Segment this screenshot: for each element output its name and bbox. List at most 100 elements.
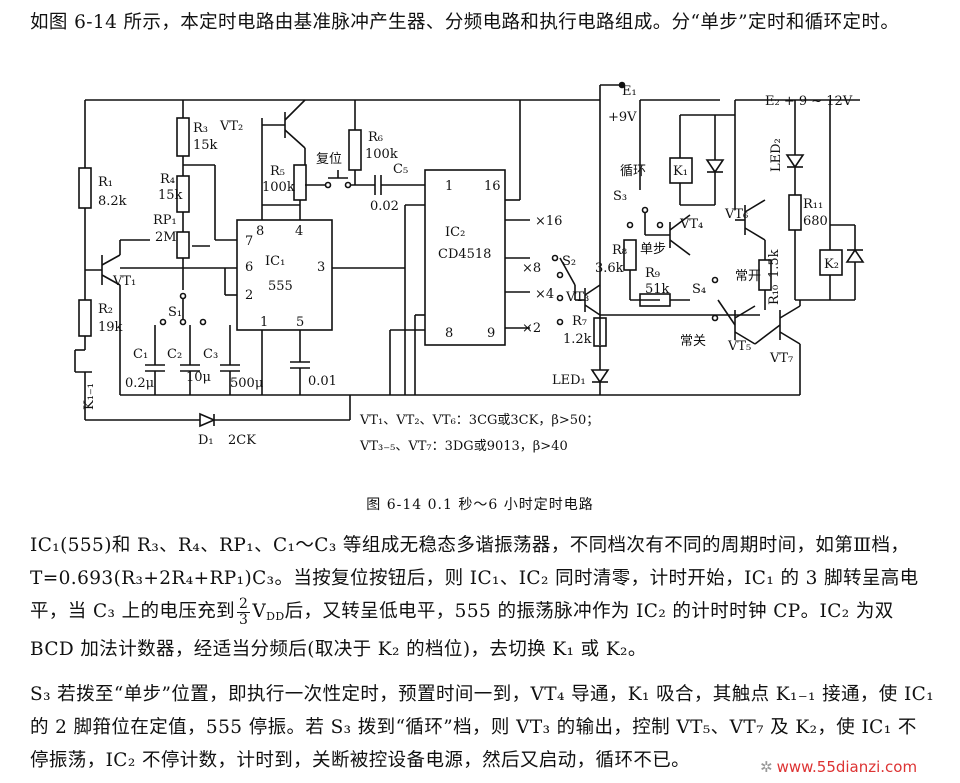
r10-value: 1.5k xyxy=(767,249,782,278)
rp1-value: 2M xyxy=(155,230,177,245)
body-paragraph-2: S₃ 若拨至“单步”位置，即执行一次性定时，预置时间一到，VT₄ 导通，K₁ 吸… xyxy=(30,684,935,771)
c3-label: C₃ xyxy=(203,347,218,362)
ic2-pin1: 1 xyxy=(445,179,453,194)
vt5-label: VT₅ xyxy=(727,339,751,354)
d1-label: D₁ xyxy=(198,433,214,448)
ic1-label: IC₁ xyxy=(265,254,285,269)
ic2-label: IC₂ xyxy=(445,225,465,240)
normally-open-label: 常开 xyxy=(735,269,761,284)
cycle-label: 循环 xyxy=(620,164,646,179)
c3-value: 500μ xyxy=(230,376,263,391)
r7-label: R₇ xyxy=(572,314,587,329)
ic2-type: CD4518 xyxy=(438,247,491,262)
r7-value: 1.2k xyxy=(563,332,592,347)
r9-label: R₉ xyxy=(645,266,660,281)
k2-relay xyxy=(819,249,843,276)
r11-resistor xyxy=(788,194,802,231)
c1-label: C₁ xyxy=(133,347,148,362)
r3-value: 15k xyxy=(193,138,218,153)
r2-label: R₂ xyxy=(98,302,113,317)
note-line-1: VT₁、VT₂、VT₆：3CG或3CK，β>50； xyxy=(359,413,599,428)
div-x8: ×8 xyxy=(522,261,541,276)
r6-resistor xyxy=(348,129,362,171)
r3-label: R₃ xyxy=(193,121,208,136)
ic1-pin8: 8 xyxy=(256,224,264,239)
site-watermark: ✲www.55dianzi.com xyxy=(760,758,917,776)
ic2-pin9: 9 xyxy=(487,326,495,341)
k1-relay xyxy=(669,157,693,184)
ic1-pin5: 5 xyxy=(296,315,304,330)
vt2-label: VT₂ xyxy=(219,119,243,134)
vt3-label: VT₃ xyxy=(565,290,589,305)
r1-label: R₁ xyxy=(98,175,113,190)
ic1-555 xyxy=(236,219,333,331)
gear-icon: ✲ xyxy=(760,758,773,776)
fraction-denominator: 3 xyxy=(239,611,249,628)
s4-label: S₄ xyxy=(692,282,706,297)
r1-resistor xyxy=(78,167,92,209)
ic2-pin16: 16 xyxy=(484,179,501,194)
circuit-diagram: E₁ +9V E₂ + 9 ~ 12V R₁ 8.2k R₂ 19k R₃ 15… xyxy=(74,81,865,454)
rp1-label: RP₁ xyxy=(153,213,177,228)
k2-label: K₂ xyxy=(824,257,839,272)
c4-value: 0.01 xyxy=(308,374,337,389)
ic1-pin4: 4 xyxy=(295,224,303,239)
k1-1-label: K₁₋₁ xyxy=(82,383,97,410)
rp1-potentiometer xyxy=(176,231,190,259)
div-x16: ×16 xyxy=(535,214,562,229)
e2-label: E₂ + 9 ~ 12V xyxy=(765,94,853,109)
figure-caption: 图 6-14 0.1 秒～6 小时定时电路 xyxy=(366,497,594,513)
watermark-text: www.55dianzi.com xyxy=(776,758,918,776)
d1-value: 2CK xyxy=(228,433,256,448)
vdd-symbol: V xyxy=(252,601,267,622)
r8-label: R₈ xyxy=(612,243,627,258)
led1-label: LED₁ xyxy=(552,373,586,388)
para2-text-b: 后，又转呈低电平，555 的振荡脉冲作为 IC₂ 的计时时钟 CP。IC₂ 为双… xyxy=(30,601,894,660)
e1-label: E₁ xyxy=(622,84,637,99)
single-label: 单步 xyxy=(640,242,666,257)
vdd-subscript: DD xyxy=(266,610,285,623)
ic1-pin2: 2 xyxy=(245,288,253,303)
r2-value: 19k xyxy=(98,320,123,335)
fraction-numerator: 2 xyxy=(237,595,251,613)
ic1-pin1: 1 xyxy=(260,315,268,330)
r6-value: 100k xyxy=(365,147,398,162)
r3-resistor xyxy=(176,117,190,157)
c5-value: 0.02 xyxy=(370,199,399,214)
vt4-label: VT₄ xyxy=(679,217,703,232)
r4-value: 15k xyxy=(158,188,183,203)
ic1-pin6: 6 xyxy=(245,260,253,275)
r4-label: R₄ xyxy=(160,172,175,187)
note-line-2: VT₃₋₅、VT₇：3DG或9013，β>40 xyxy=(359,439,568,454)
r5-value: 100k xyxy=(262,180,295,195)
c5-label: C₅ xyxy=(393,162,408,177)
ic1-pin3: 3 xyxy=(317,260,325,275)
vt7-label: VT₇ xyxy=(769,351,793,366)
vt6-label: VT₆ xyxy=(724,207,748,222)
ic2-pin8: 8 xyxy=(445,326,453,341)
r9-value: 51k xyxy=(645,282,670,297)
r11-value: 680 xyxy=(803,214,828,229)
normally-closed-label: 常关 xyxy=(680,334,706,349)
r5-label: R₅ xyxy=(270,164,285,179)
r8-value: 3.6k xyxy=(595,261,624,276)
r6-label: R₆ xyxy=(368,130,383,145)
r5-resistor xyxy=(293,164,307,201)
r10-label: R₁₀ xyxy=(767,285,782,305)
reset-label: 复位 xyxy=(316,152,342,167)
r1-value: 8.2k xyxy=(98,194,127,209)
s1-label: S₁ xyxy=(168,305,182,320)
r11-label: R₁₁ xyxy=(803,197,823,212)
vt1-label: VT₁ xyxy=(112,274,136,289)
body-paragraph-1: IC₁(555)和 R₃、R₄、RP₁、C₁～C₃ 等组成无稳态多谐振荡器，不同… xyxy=(30,529,935,666)
led2-label: LED₂ xyxy=(769,138,784,172)
div-x2: ×2 xyxy=(522,321,541,336)
k1-label: K₁ xyxy=(673,164,688,179)
intro-paragraph: 如图 6-14 所示，本定时电路由基准脉冲产生器、分频电路和执行电路组成。分“单… xyxy=(30,12,900,33)
ic1-pin7: 7 xyxy=(245,234,253,249)
div-x4: ×4 xyxy=(535,287,554,302)
s2-label: S₂ xyxy=(562,254,576,269)
c1-value: 0.2μ xyxy=(125,376,154,391)
para2-text-a: IC₁(555)和 R₃、R₄、RP₁、C₁～C₃ 等组成无稳态多谐振荡器，不同… xyxy=(30,535,919,622)
